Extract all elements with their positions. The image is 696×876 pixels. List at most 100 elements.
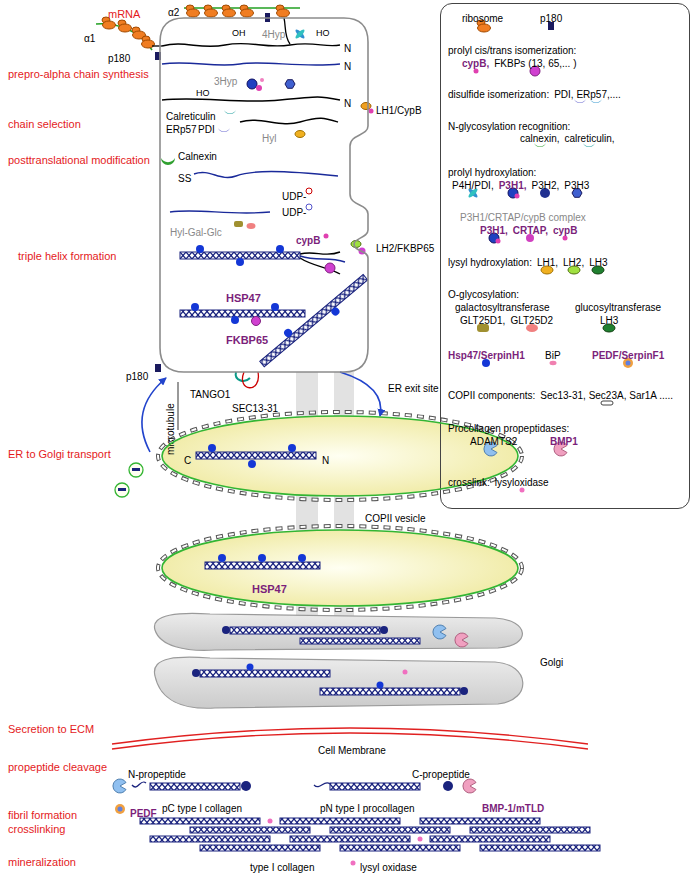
legend-text-slot: p180: [540, 8, 562, 26]
legend-text: P3H3: [564, 180, 589, 191]
part-label-slot: HO: [196, 82, 210, 100]
collagen-fibril-part: [280, 818, 400, 824]
vesicle-cargo-part: [288, 444, 296, 452]
part-label-slot: N-propeptide: [128, 764, 186, 782]
part-label: lysyl oxidase: [360, 862, 417, 873]
collagen-fibril-part: [430, 836, 550, 842]
vesicle-cargo: [196, 444, 320, 569]
node-label-slot: COPII vesicle: [365, 508, 426, 526]
er-enzymes-part: [256, 85, 262, 91]
part-label: pC type I collagen: [162, 803, 242, 814]
procollagen-chains-part: [240, 118, 338, 124]
triple-helix-part: [255, 269, 373, 373]
procollagen-chains: [162, 43, 345, 274]
part-label-slot: OH: [232, 22, 246, 40]
er-enzymes-part: [369, 109, 374, 114]
er-exit-site-part: [129, 463, 143, 477]
golgi-cargo-part: [403, 670, 408, 675]
er-exit-site-part: [118, 488, 126, 491]
part-label-slot: TANGO1: [190, 384, 230, 402]
legend-text-slot: LH3: [589, 252, 607, 270]
part-label-slot: lysyl oxidase: [360, 857, 417, 875]
golgi-stack: Golgi: [150, 608, 540, 712]
triple-helix-part: [231, 316, 239, 324]
collagen-fibril-part: [115, 804, 125, 814]
collagen-fibril-part: [150, 836, 270, 842]
golgi-cisterna-part: [154, 657, 522, 708]
part-label: PDI: [198, 124, 215, 135]
legend-text: calnexin,: [520, 133, 559, 144]
part-label: LH1/CypB: [376, 105, 422, 116]
part-label-slot: HO: [316, 22, 330, 40]
er-enzymes-part: [361, 103, 371, 110]
vesicle-fill: [158, 412, 522, 610]
legend-sample: [550, 361, 557, 365]
legend-text: CRTAP,: [513, 225, 548, 236]
collagen-fibril-part: [420, 818, 540, 824]
legend-text: ribosome: [462, 13, 503, 24]
golgi-cargo-part: [192, 669, 200, 677]
golgi-cisterna: [154, 613, 522, 708]
legend-text: LH3: [600, 315, 618, 326]
procollagen-chains-part: [194, 172, 338, 178]
er-enzymes-part: [294, 28, 306, 40]
collagen-fibril-part: [480, 845, 600, 851]
golgi-cargo-part: [380, 626, 388, 634]
golgi-fill-part: [154, 613, 522, 650]
golgi-cargo-part: [455, 633, 468, 647]
er-exit-site-part: [142, 378, 166, 452]
mrna-ribosomes-part: [241, 9, 254, 17]
legend-heading-slot: Procollagen propeptidases:: [448, 418, 569, 436]
mrna-ribosomes-part: [142, 40, 155, 48]
part-label: 4Hyp: [262, 29, 285, 40]
er-enzymes-part: [295, 131, 305, 138]
legend-sample: [601, 401, 613, 405]
legend-sample: [474, 69, 479, 74]
part-label-slot: p180: [108, 48, 130, 66]
golgi-fill: [154, 613, 522, 708]
vesicle-cargo-part: [208, 444, 216, 452]
triple-helix-part: [325, 263, 335, 273]
golgi-stack-outline: [150, 608, 540, 712]
triple-helix-part-part: [260, 275, 368, 367]
part-label-slot: LH2/FKBP65: [376, 238, 434, 256]
legend-sample: [563, 236, 568, 241]
part-label: FKBP65: [226, 334, 268, 346]
vesicle-fill-part: [162, 530, 518, 606]
collagen-fibril-part: [200, 845, 320, 851]
mrna-ribosomes-part: [119, 24, 132, 32]
legend-sample: [520, 488, 525, 493]
collagen-fibril-part: [290, 836, 410, 842]
legend-text: GLT25D2: [510, 315, 553, 326]
stage-label-slot: fibril formation: [8, 805, 77, 823]
legend-text-slot: calreticulin,: [564, 128, 614, 146]
triple-helix-part: [252, 317, 261, 326]
er-enzymes-part: [285, 80, 295, 89]
propeptide-cleavage-part: [132, 782, 146, 787]
part-label: ERp57: [166, 124, 197, 135]
legend-heading-slot: O-glycosylation:: [448, 284, 519, 302]
golgi-cargo-part: [300, 638, 420, 644]
part-label: p180: [126, 371, 148, 382]
legend-text: P4H/PDI,: [452, 180, 494, 191]
er-membrane: [160, 18, 368, 372]
node-label-slot: ER exit site: [388, 378, 439, 396]
part-label: cypB: [296, 235, 320, 246]
golgi-cargo-part: [460, 687, 468, 695]
legend-heading-slot: prolyl cis/trans isomerization:: [448, 40, 576, 58]
cell-membrane-part: [112, 728, 588, 744]
legend-text: p180: [540, 13, 562, 24]
part-label-slot: α2: [168, 2, 179, 20]
triple-helix-part-part: [283, 327, 294, 338]
stage-label: propeptide cleavage: [8, 761, 107, 773]
legend-text: ADAMTS2: [470, 436, 517, 447]
mrna-ribosomes-part: [205, 9, 218, 17]
er-enzymes-part: [260, 78, 264, 82]
stage-label-slot: propeptide cleavage: [8, 757, 107, 775]
part-label-slot: Calnexin: [178, 146, 217, 164]
part-label-slot: 4Hyp: [262, 24, 285, 42]
part-label-slot: BMP-1/mTLD: [482, 798, 544, 816]
